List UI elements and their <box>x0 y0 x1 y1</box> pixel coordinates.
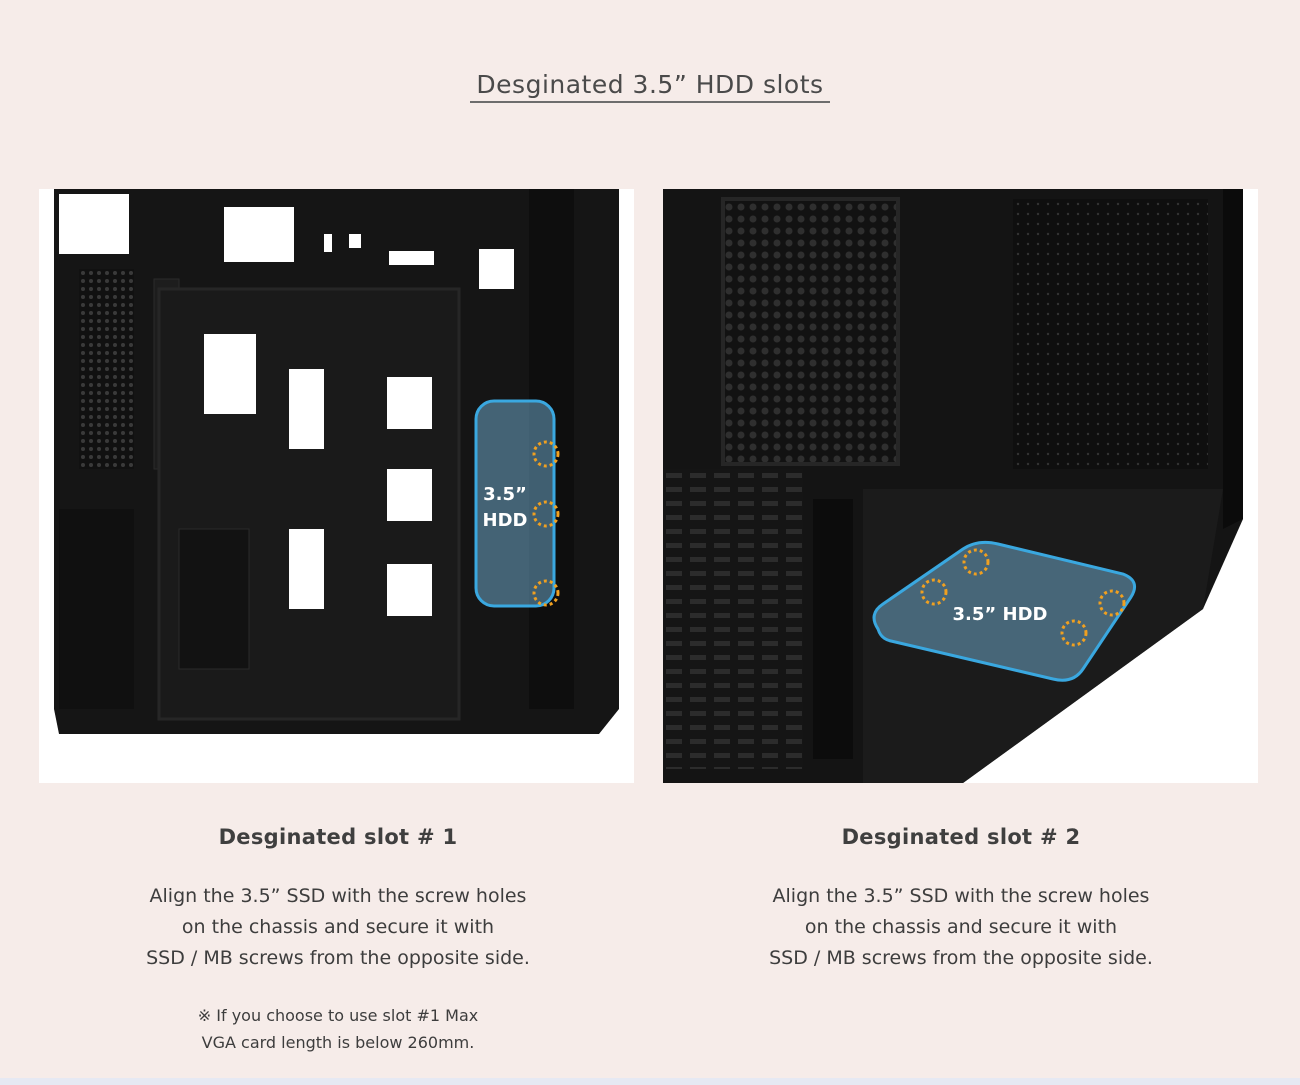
slot-2-caption: Desginated slot # 2 Align the 3.5” SSD w… <box>651 825 1271 974</box>
chassis-side-illustration: 3.5” HDD <box>39 189 634 783</box>
hdd-highlight-slot-1 <box>474 399 556 608</box>
page-title: Desginated 3.5” HDD slots <box>0 70 1300 103</box>
screw-hole-marker <box>532 500 560 528</box>
slot-2-heading: Desginated slot # 2 <box>841 825 1081 849</box>
screw-hole-marker <box>1098 589 1126 617</box>
hdd-highlight-slot-2 <box>872 540 1137 682</box>
chassis-photo-slot-1: 3.5” HDD <box>39 189 634 783</box>
slot-1-heading: Desginated slot # 1 <box>218 825 458 849</box>
slot-1-description-line: Align the 3.5” SSD with the screw holes <box>149 885 527 907</box>
slot-1-caption: Desginated slot # 1 Align the 3.5” SSD w… <box>28 825 648 1056</box>
chassis-photo-slot-2: 3.5” HDD <box>663 189 1258 783</box>
screw-hole-marker <box>532 579 560 607</box>
screw-hole-marker <box>1060 619 1088 647</box>
page-title-text: Desginated 3.5” HDD slots <box>470 70 830 103</box>
bottom-divider <box>0 1078 1300 1085</box>
slot-1-note-line: ※ If you choose to use slot #1 Max <box>197 1006 479 1025</box>
slot-1-description-line: on the chassis and secure it with <box>181 916 495 938</box>
slot-1-description-line: SSD / MB screws from the opposite side. <box>146 947 530 969</box>
slot-2-description: Align the 3.5” SSD with the screw holes … <box>651 881 1271 974</box>
screw-hole-marker <box>532 440 560 468</box>
hdd-label-line-1: 3.5” <box>483 484 527 505</box>
slot-2-description-line: Align the 3.5” SSD with the screw holes <box>772 885 1150 907</box>
chassis-bottom-illustration: 3.5” HDD <box>663 189 1258 783</box>
hdd-label-line-2: HDD <box>483 510 528 531</box>
slot-2-description-line: SSD / MB screws from the opposite side. <box>769 947 1153 969</box>
slot-1-note: ※ If you choose to use slot #1 Max VGA c… <box>28 1002 648 1056</box>
slot-1-description: Align the 3.5” SSD with the screw holes … <box>28 881 648 974</box>
screw-hole-marker <box>920 578 948 606</box>
screw-hole-marker <box>962 548 990 576</box>
slot-2-description-line: on the chassis and secure it with <box>804 916 1118 938</box>
hdd-label: 3.5” HDD <box>953 604 1048 625</box>
slot-1-note-line: VGA card length is below 260mm. <box>201 1033 475 1052</box>
